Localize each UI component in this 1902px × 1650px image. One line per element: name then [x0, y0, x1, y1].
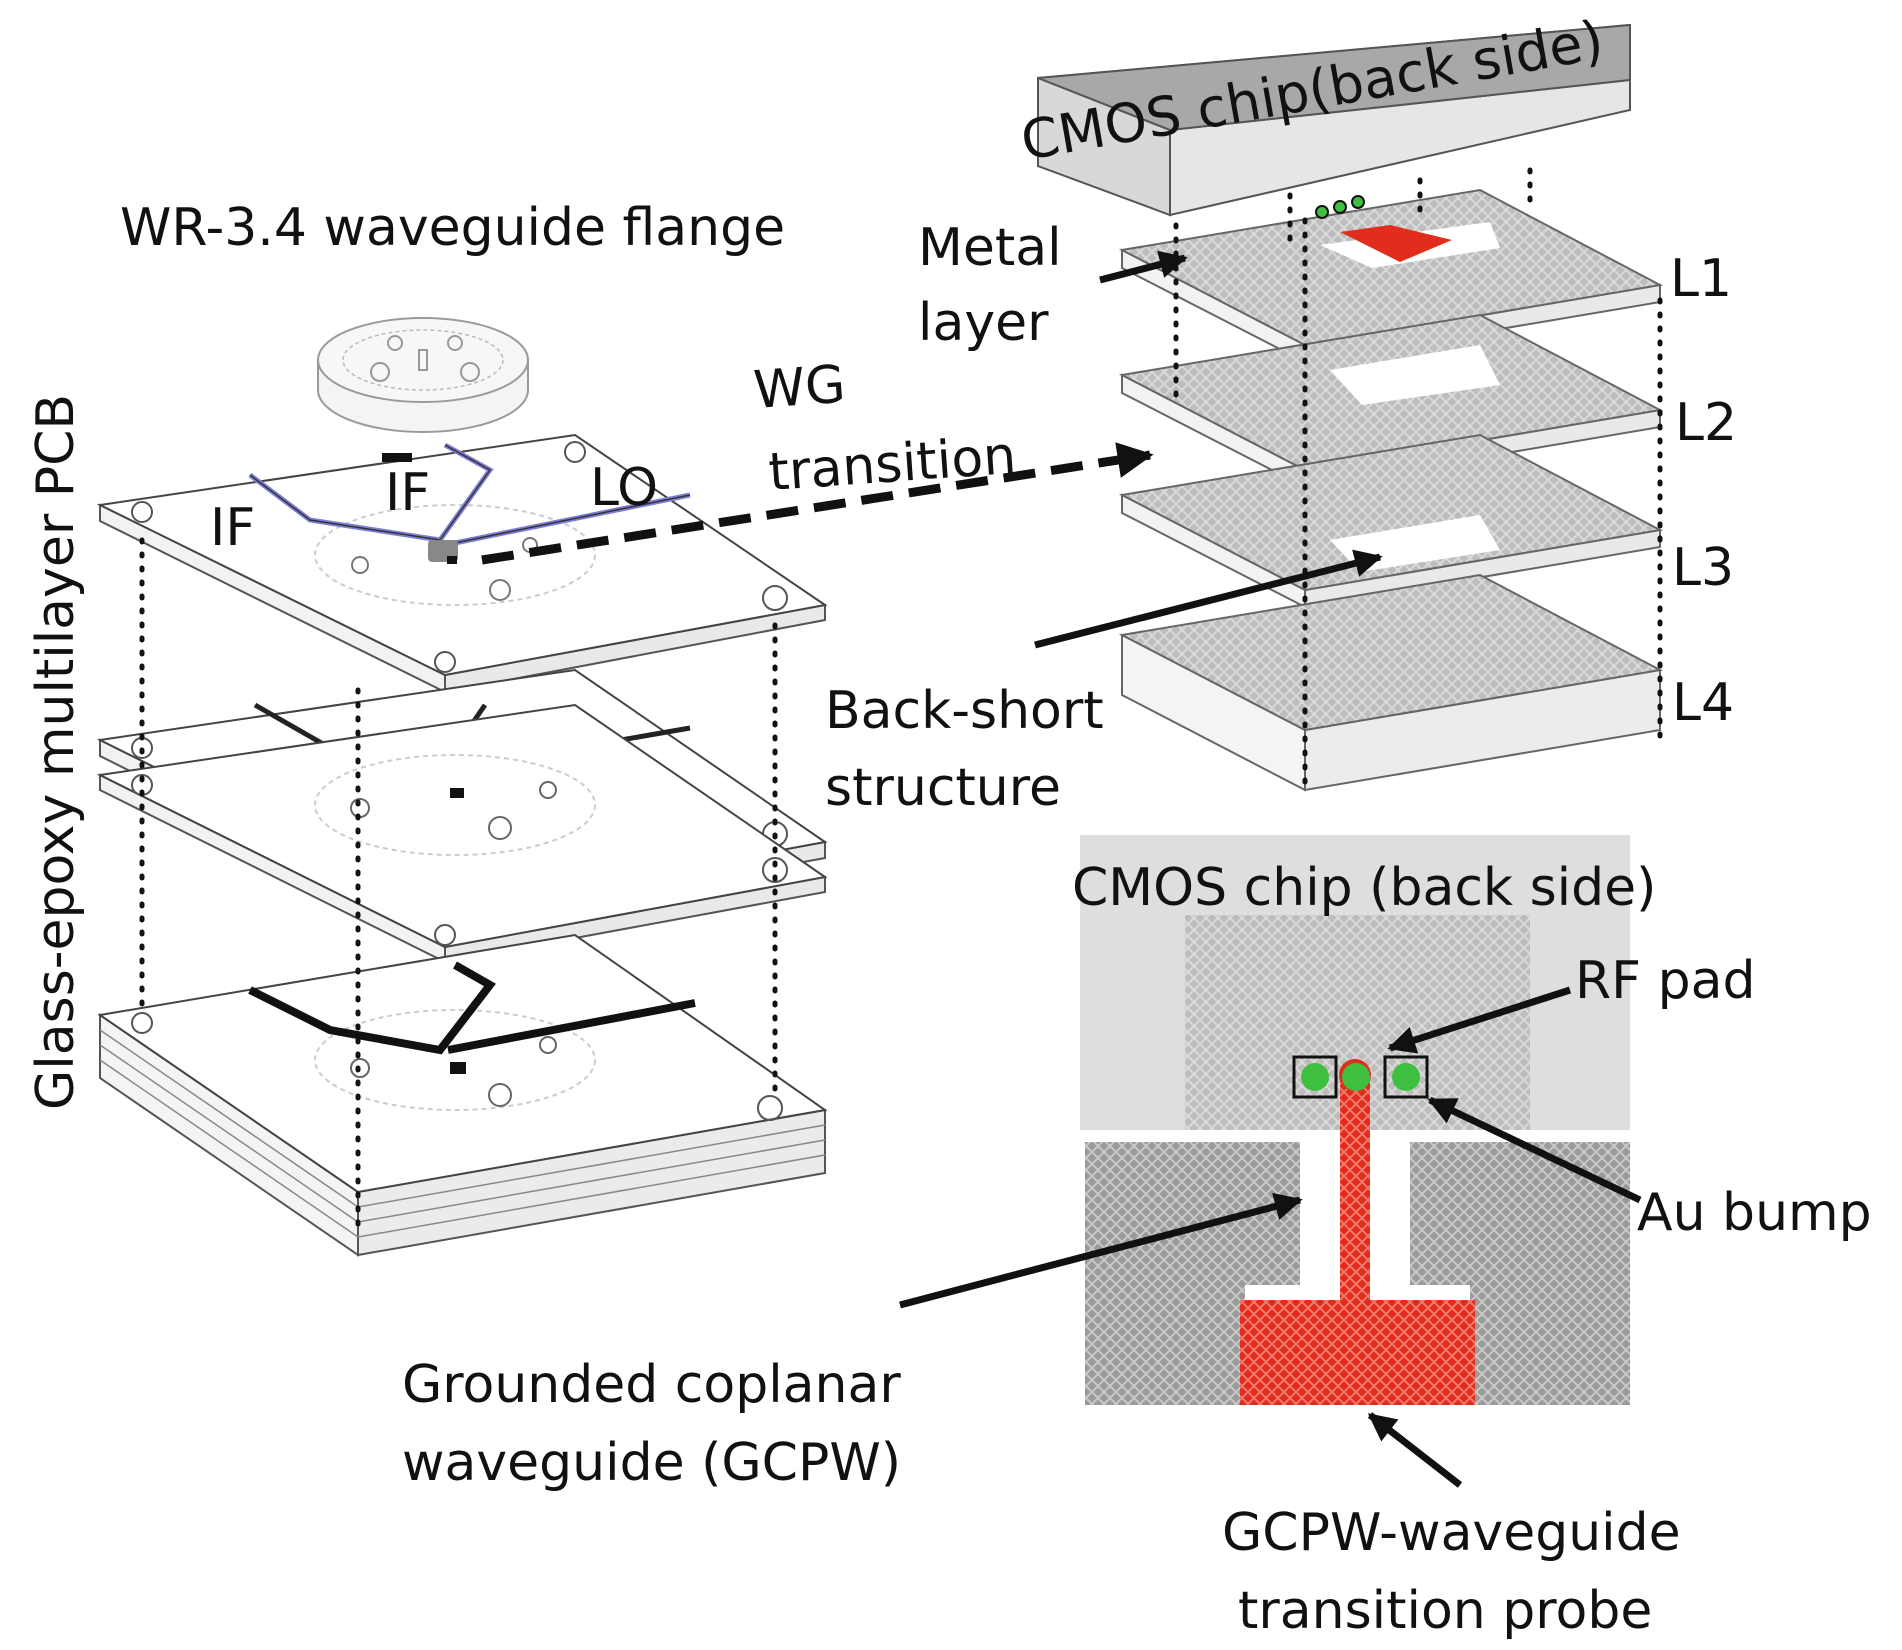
layer-l2-label: L2	[1675, 393, 1737, 453]
metal-layer-label-2: layer	[918, 293, 1049, 353]
probe-label-2: transition probe	[1238, 1581, 1652, 1641]
if-mid-label: IF	[385, 463, 430, 523]
waveguide-flange	[317, 317, 529, 433]
metal-layer-label-1: Metal	[918, 218, 1062, 278]
back-short-label-2: structure	[825, 758, 1061, 818]
lo-label: LO	[590, 458, 658, 518]
probe-arrow	[1367, 1412, 1463, 1488]
layer-l3	[1118, 433, 1664, 609]
gcpw-label-2: waveguide (GCPW)	[402, 1433, 901, 1493]
gcpw-label-1: Grounded coplanar	[402, 1355, 901, 1415]
pcb-bottom-stack	[97, 933, 828, 1257]
cmos-detail-label: CMOS chip (back side)	[1072, 858, 1656, 918]
au-bump-arrow	[1427, 1096, 1642, 1204]
wg-transition-label-2: transition	[767, 426, 1018, 503]
if-left-label: IF	[210, 498, 255, 558]
back-short-label-1: Back-short	[825, 681, 1104, 741]
probe-label-1: GCPW-waveguide	[1222, 1503, 1681, 1563]
pcb-alignment-lines	[139, 537, 778, 1228]
back-short-arrow	[1034, 549, 1383, 649]
au-bump-left	[1301, 1063, 1329, 1091]
au-bump-center	[1342, 1063, 1370, 1091]
layer-l1-label: L1	[1670, 249, 1732, 309]
gcpw-arrow	[899, 1192, 1303, 1309]
detail-view	[1080, 835, 1630, 1405]
pcb-label: Glass-epoxy multilayer PCB	[26, 394, 86, 1110]
wg-transition-arrow	[481, 442, 1154, 565]
flange-label: WR-3.4 waveguide flange	[120, 198, 785, 258]
layer-l4-label: L4	[1672, 673, 1734, 733]
layer-l3-label: L3	[1672, 538, 1734, 598]
au-bump-right	[1392, 1063, 1420, 1091]
rf-pad-label: RF pad	[1575, 951, 1755, 1011]
pcb-top-layer	[96, 433, 828, 694]
metal-layer-arrow	[1099, 250, 1188, 284]
layer-l4	[1118, 573, 1664, 792]
cmos-chip-block	[1037, 23, 1631, 217]
wg-transition-label-1: WG	[752, 355, 848, 421]
au-bump-label: Au bump	[1637, 1183, 1872, 1243]
rf-pad-arrow	[1387, 986, 1572, 1054]
